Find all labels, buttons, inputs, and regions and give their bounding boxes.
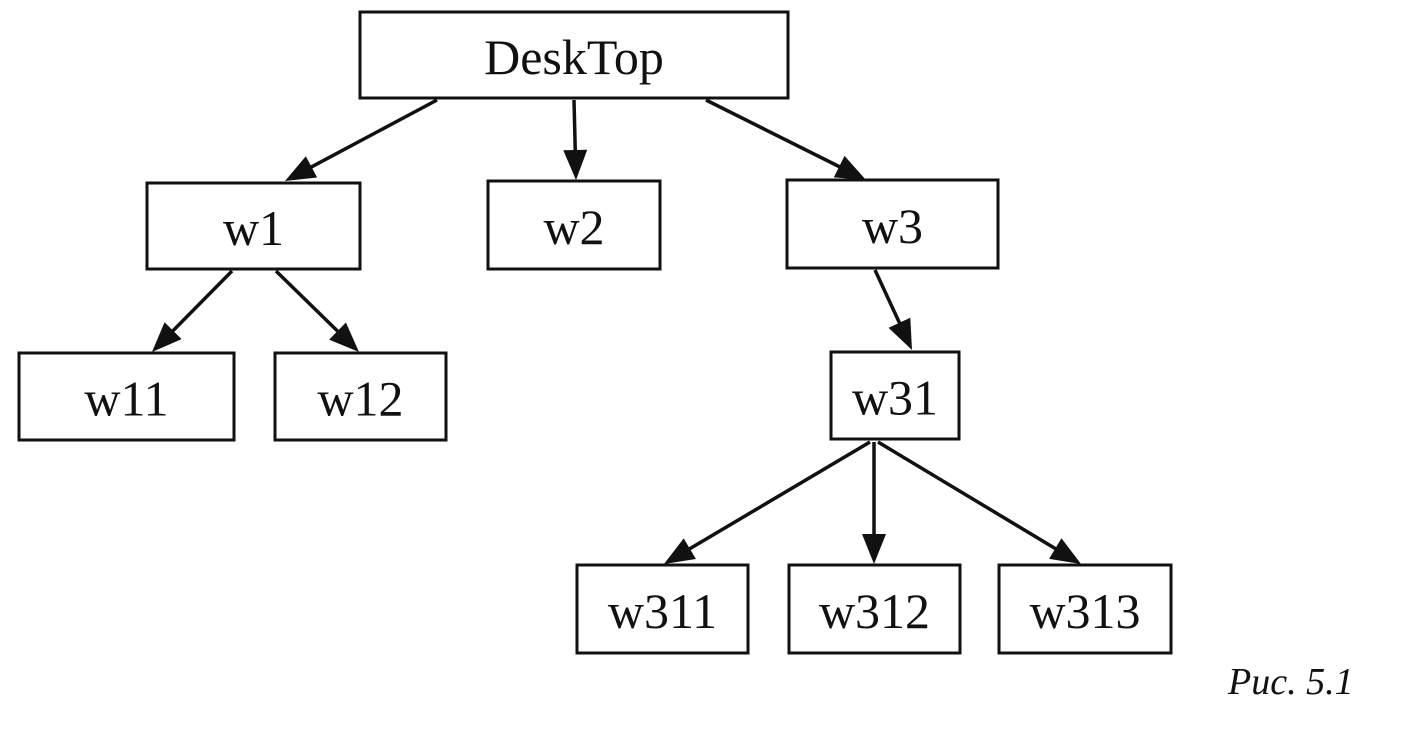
node-box (787, 563, 962, 655)
edge-line (307, 98, 438, 171)
node-box (17, 351, 236, 442)
node-w312: w312 (787, 563, 962, 655)
node-box (486, 179, 662, 271)
node-label: w31 (852, 370, 938, 426)
arrowhead-icon (664, 538, 696, 564)
edge-w1-to-w12 (274, 269, 359, 352)
node-label: w313 (1029, 583, 1140, 639)
node-w1: w1 (145, 181, 362, 271)
arrowhead-icon (833, 155, 866, 180)
figure-caption: Рис. 5.1 (1228, 661, 1354, 703)
edge-desktop-to-w1 (285, 98, 438, 181)
arrowhead-icon (563, 149, 588, 180)
node-w3: w3 (785, 178, 1000, 270)
node-label: w11 (84, 371, 168, 427)
edge-line (877, 440, 1060, 553)
node-label: w312 (819, 583, 930, 639)
node-label: w3 (862, 198, 923, 254)
edge-w3-to-w31 (873, 269, 912, 350)
arrowhead-icon (888, 317, 912, 350)
node-w313: w313 (997, 563, 1173, 655)
edge-w31-to-w312 (862, 442, 886, 564)
edge-desktop-to-w3 (705, 98, 866, 180)
arrowhead-icon (285, 156, 318, 181)
edge-w31-to-w311 (664, 440, 871, 564)
node-label: w311 (608, 583, 717, 639)
arrowhead-icon (152, 322, 182, 352)
edges-layer (152, 98, 1081, 564)
edge-line (705, 98, 844, 170)
edge-line (274, 269, 342, 336)
node-w11: w11 (17, 351, 236, 442)
arrowhead-icon (329, 322, 359, 352)
node-w2: w2 (486, 179, 662, 271)
node-desktop: DeskTop (358, 10, 790, 100)
node-label: w2 (543, 199, 604, 255)
node-box (997, 563, 1173, 655)
arrowhead-icon (1049, 538, 1081, 564)
node-w311: w311 (575, 563, 750, 655)
node-box (273, 351, 448, 442)
edge-w31-to-w313 (877, 440, 1081, 564)
node-label: w1 (223, 200, 284, 256)
arrowhead-icon (862, 534, 886, 564)
node-box (575, 563, 750, 655)
node-w31: w31 (829, 350, 961, 441)
edge-line (685, 440, 871, 553)
node-label: w12 (317, 371, 403, 427)
edge-line (572, 99, 578, 155)
node-box (358, 10, 790, 100)
node-box (785, 178, 1000, 270)
node-box (829, 350, 961, 441)
edge-w1-to-w11 (152, 269, 234, 352)
edge-line (169, 269, 234, 335)
edge-desktop-to-w2 (563, 99, 588, 180)
node-box (145, 181, 362, 271)
node-w12: w12 (273, 351, 448, 442)
node-label: DeskTop (484, 29, 664, 85)
nodes-layer: DeskTop w1 w2 w3 w11 w12 w31 w311 w312 w313 (17, 10, 1173, 655)
edge-line (873, 269, 903, 328)
